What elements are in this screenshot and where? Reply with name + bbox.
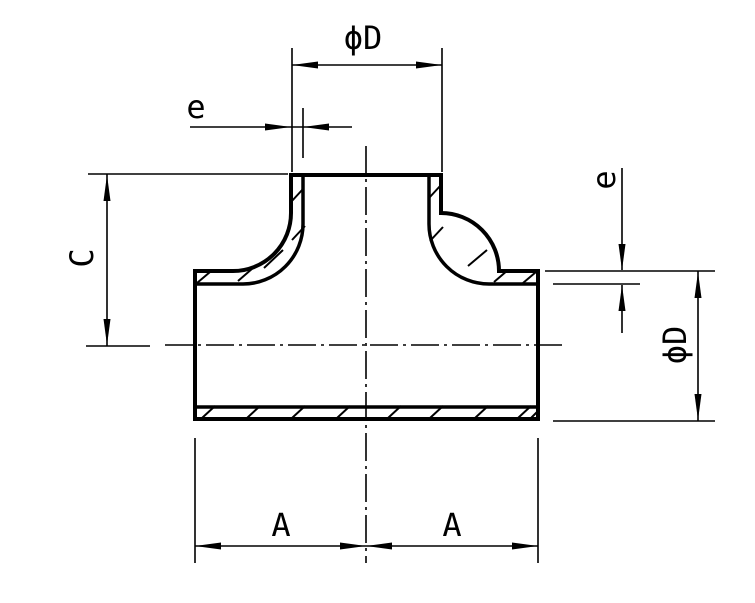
dim-label-wall-thickness-left: e bbox=[186, 88, 205, 126]
arrowhead-right-icon bbox=[303, 123, 329, 131]
dim-label-branch-diameter: ϕD bbox=[344, 19, 383, 57]
arrowhead-up-icon bbox=[103, 175, 111, 201]
dimension-branch-diameter: ϕD bbox=[291, 19, 443, 172]
section-hatching bbox=[196, 184, 539, 420]
arrowhead-down-icon bbox=[694, 394, 702, 420]
arrowhead-right-icon bbox=[416, 61, 442, 69]
dimension-height-c: C bbox=[63, 173, 288, 347]
arrowhead-left-icon bbox=[292, 61, 318, 69]
dim-label-run-diameter: ϕD bbox=[656, 326, 694, 365]
arrowhead-right-icon bbox=[512, 542, 538, 550]
arrowhead-left-icon bbox=[265, 123, 291, 131]
dim-label-wall-thickness-right: e bbox=[585, 170, 623, 189]
dimension-wall-thickness-left: e bbox=[186, 88, 352, 158]
arrowhead-left-icon bbox=[195, 542, 221, 550]
tee-outline bbox=[193, 173, 540, 421]
arrowhead-down-icon bbox=[103, 319, 111, 345]
arrowhead-down-icon bbox=[618, 244, 626, 270]
inner-wall-right bbox=[427, 173, 540, 286]
dimension-lines-height-c bbox=[86, 173, 288, 347]
arrowhead-center-left-icon bbox=[340, 542, 366, 550]
dim-label-length-a-left: A bbox=[271, 506, 290, 544]
dimension-lines-thickness-left bbox=[190, 108, 352, 158]
dimension-lines-thickness-right bbox=[545, 168, 715, 333]
dim-label-length-a-right: A bbox=[442, 506, 461, 544]
arrowhead-up-icon bbox=[694, 272, 702, 298]
dimension-wall-thickness-right: e bbox=[545, 168, 715, 333]
arrowhead-up-icon bbox=[618, 285, 626, 311]
inner-wall-left bbox=[193, 173, 305, 286]
dimension-center-to-end: A A bbox=[194, 438, 539, 563]
tee-inner-wall bbox=[193, 173, 540, 409]
arrowhead-center-right-icon bbox=[366, 542, 392, 550]
dim-label-height-c: C bbox=[63, 248, 101, 267]
dimension-run-diameter: ϕD bbox=[553, 271, 715, 422]
